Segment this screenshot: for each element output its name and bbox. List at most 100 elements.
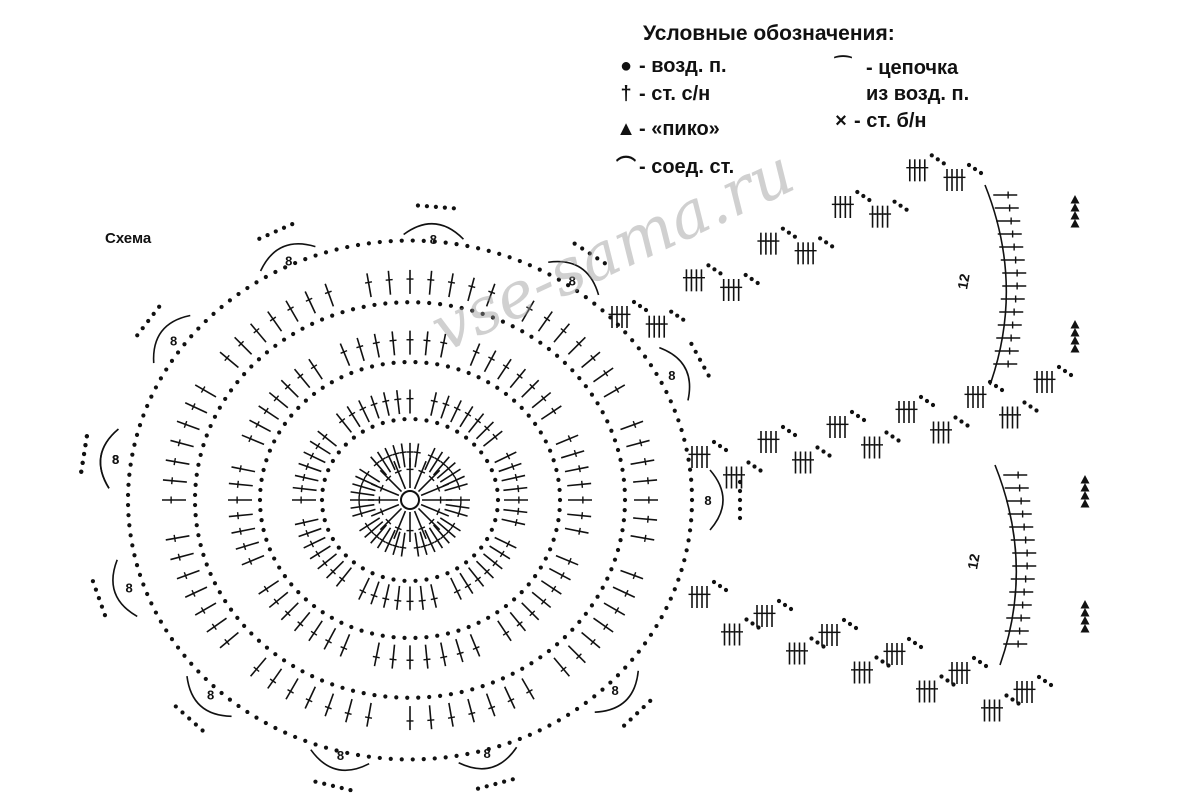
double-crochet-bar	[315, 550, 321, 558]
chain-stitch-dot	[194, 523, 199, 528]
chain-stitch-dot	[737, 506, 743, 512]
double-crochet-bar	[200, 607, 206, 614]
double-crochet-bar	[255, 421, 260, 428]
double-crochet-bar	[177, 439, 181, 447]
chain-stitch-dot	[445, 631, 451, 636]
double-crochet-bar	[440, 655, 448, 659]
double-crochet-stitch	[366, 702, 372, 727]
chain-stitch-dot	[689, 497, 695, 503]
chain-stitch-dot	[565, 712, 571, 717]
double-crochet-bar	[394, 526, 402, 531]
chain-stitch-dot	[500, 676, 506, 681]
chain-stitch-dot	[424, 635, 429, 640]
chain-stitch-dot	[388, 239, 393, 244]
double-crochet-stitch	[298, 462, 322, 473]
double-crochet-bar	[434, 457, 441, 463]
chain-stitch-dot	[273, 269, 278, 275]
double-crochet-bar	[385, 475, 392, 482]
chain-stitch-dot	[273, 229, 278, 234]
picot-triangle	[1070, 195, 1080, 204]
double-crochet-stitch	[455, 638, 464, 663]
double-crochet-bar	[177, 553, 181, 561]
chain-arch	[594, 670, 640, 713]
double-crochet-bar	[450, 522, 456, 530]
chain-stitch-dot	[896, 438, 901, 443]
double-crochet-bar	[173, 458, 177, 466]
double-crochet-bar	[453, 406, 461, 411]
double-crochet-bar	[236, 480, 239, 488]
chain-stitch-dot	[391, 577, 396, 582]
chain-stitch-dot	[717, 583, 723, 589]
chain-stitch-dot	[149, 394, 154, 399]
chain-stitch-dot	[351, 435, 357, 440]
double-crochet-bar	[517, 507, 520, 515]
double-crochet-bar	[567, 557, 572, 565]
picot-triangle	[1070, 344, 1080, 353]
picot-triangle	[1080, 491, 1090, 500]
double-crochet-icon: †	[620, 83, 632, 105]
chain-stitch-dot	[349, 624, 354, 630]
double-crochet-bar	[338, 576, 346, 582]
chain-stitch-dot	[543, 439, 548, 444]
chain-stitch-dot	[208, 423, 213, 429]
chain-stitch-dot	[595, 594, 600, 599]
chain-stitch-dot	[432, 239, 437, 244]
double-crochet-bar	[472, 349, 480, 354]
chain-stitch-dot	[194, 472, 199, 477]
chain-stitch-dot	[855, 413, 861, 419]
chain-stitch-dot	[470, 308, 475, 313]
double-crochet-stitch	[560, 450, 585, 459]
chain-stitch-dot	[556, 517, 561, 523]
chain-stitch-dot	[217, 405, 222, 410]
double-crochet-bar	[420, 544, 428, 548]
double-crochet-bar	[517, 485, 520, 493]
chain-stitch-dot	[334, 247, 339, 252]
chain-stitch-dot	[340, 685, 345, 690]
chain-stitch-dot	[424, 577, 429, 582]
double-crochet-stitch	[268, 591, 289, 609]
double-crochet-bar	[211, 623, 217, 631]
chain-stitch-dot	[320, 487, 325, 492]
double-crochet-stitch	[521, 678, 535, 700]
chain-stitch-dot	[583, 295, 588, 300]
chain-stitch-dot	[291, 663, 296, 669]
picot-triangle	[1070, 328, 1080, 337]
chain-stitch-dot	[322, 781, 327, 786]
chain-arch	[112, 559, 138, 618]
double-crochet-stitch	[258, 405, 280, 420]
double-crochet-bar	[248, 557, 253, 565]
chain-stitch-dot	[495, 487, 500, 492]
double-crochet-stitch	[509, 611, 527, 632]
double-crochet-bar	[427, 719, 435, 722]
chain-stitch-dot	[93, 587, 99, 592]
double-crochet-bar	[499, 550, 505, 558]
chain-stitch-dot	[618, 538, 623, 543]
arch-count-label: 8	[337, 748, 344, 763]
double-crochet-bar	[389, 658, 397, 661]
double-crochet-stitch	[323, 627, 337, 650]
double-crochet-bar	[379, 457, 386, 463]
chain-stitch-dot	[507, 740, 512, 745]
double-crochet-stitch	[485, 283, 496, 307]
chain-stitch-dot	[245, 285, 250, 291]
double-crochet-stitch	[424, 447, 436, 471]
double-crochet-stitch	[350, 503, 375, 509]
double-crochet-bar	[529, 383, 536, 390]
double-crochet-stitch	[424, 331, 429, 356]
chain-stitch-dot	[519, 405, 524, 411]
double-crochet-bar	[392, 544, 400, 548]
double-crochet-bar	[436, 508, 441, 516]
double-crochet-bar	[325, 639, 332, 644]
double-crochet-bar	[456, 651, 464, 656]
double-crochet-stitch	[564, 527, 589, 534]
chain-stitch-dot	[424, 360, 429, 365]
chain-stitch-dot	[636, 649, 641, 654]
chain-stitch-dot	[815, 445, 820, 450]
chain-stitch-dot	[786, 230, 791, 235]
double-crochet-stitch	[234, 336, 253, 355]
double-crochet-stitch	[352, 508, 376, 517]
double-crochet-bar	[248, 435, 253, 443]
double-crochet-bar	[418, 469, 426, 474]
double-crochet-stitch	[445, 503, 470, 509]
chain-stitch-dot	[410, 238, 415, 243]
